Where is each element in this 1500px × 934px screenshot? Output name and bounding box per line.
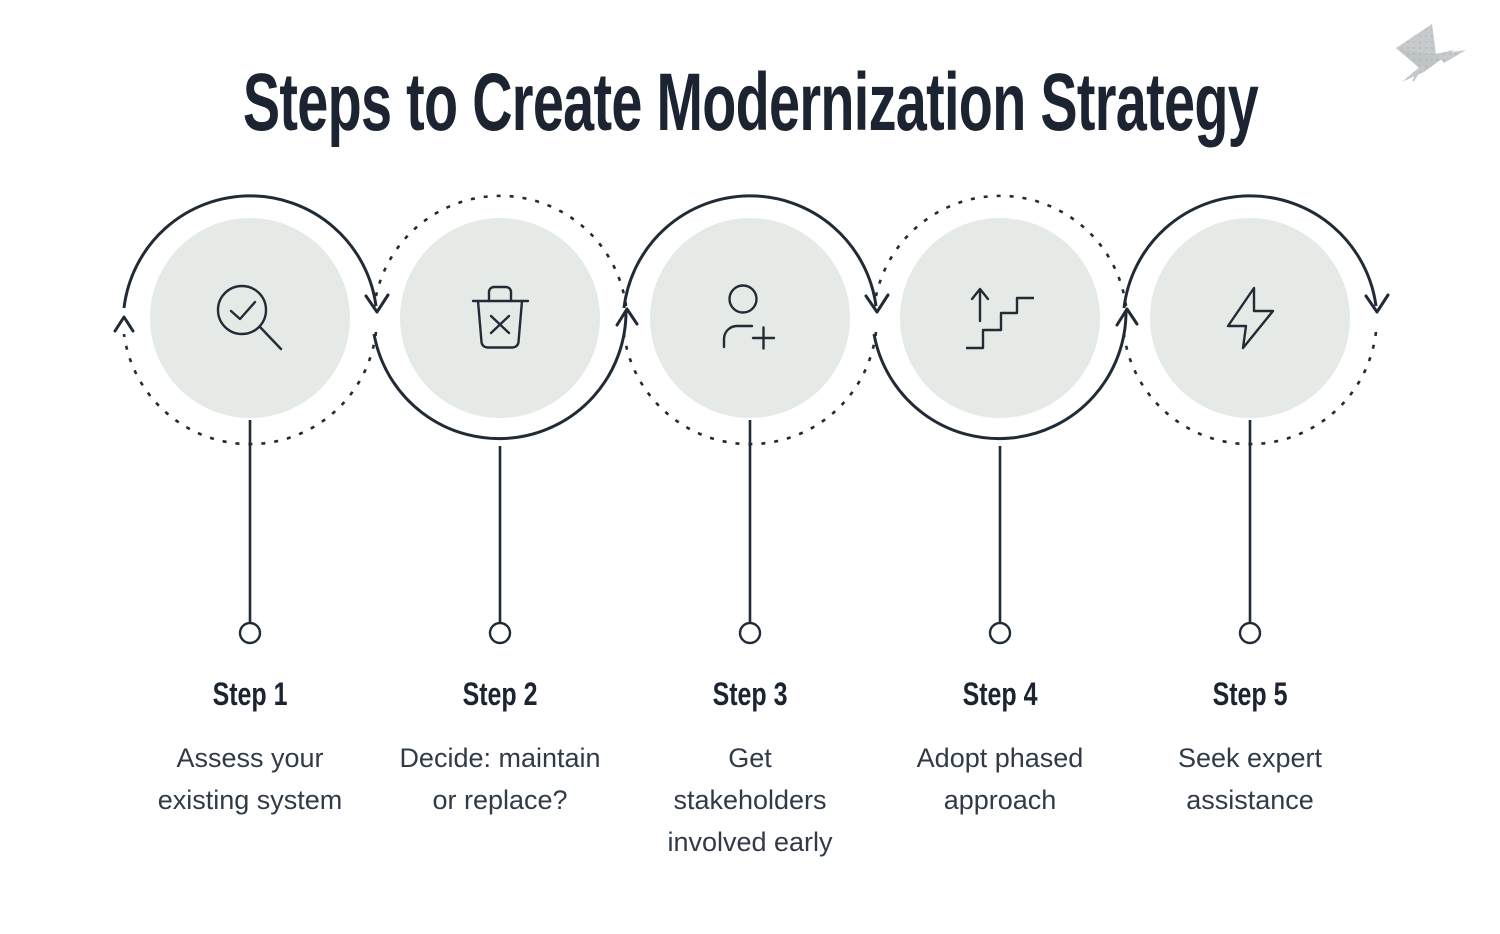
step-2-solid-arc: [372, 309, 628, 441]
connector-step-2: [488, 446, 512, 645]
step-2-circle: [372, 194, 639, 441]
step-1-column: Step 1 Assess your existing system: [115, 676, 385, 821]
step-5-description: Seek expert assistance: [1177, 743, 1323, 815]
step-3-description: Get stakeholders involved early: [667, 743, 833, 857]
arrow-up-icon: [1115, 307, 1139, 327]
end-dot: [1238, 621, 1262, 645]
origami-bird-shape: [1396, 24, 1466, 82]
step-3-solid-arc: [622, 194, 878, 309]
step-4-description: Adopt phased approach: [916, 743, 1084, 815]
connector-step-5: [1238, 420, 1262, 645]
step-2-label: Step 2: [462, 676, 538, 712]
connector-step-1: [238, 420, 262, 645]
step-3-label: Step 3: [712, 676, 788, 712]
step-4-circle: [872, 194, 1139, 441]
step-5-column: Step 5 Seek expert assistance: [1115, 676, 1385, 821]
step-2-column: Step 2 Decide: maintain or replace?: [365, 676, 635, 821]
step-3-circle: [622, 194, 890, 446]
end-dot: [488, 621, 512, 645]
connector-step-3: [738, 420, 762, 645]
lightning-icon: [1226, 286, 1275, 350]
step-3-disc: [650, 218, 850, 418]
page-title: Steps to Create Modernization Strategy: [242, 57, 1258, 148]
step-3-column: Step 3 Get stakeholders involved early: [615, 676, 885, 863]
end-dot: [738, 621, 762, 645]
stairs-up-icon: [966, 287, 1034, 350]
arrow-down-icon: [864, 293, 890, 314]
arrow-down-icon: [1364, 293, 1390, 314]
step-4-label: Step 4: [962, 676, 1038, 712]
magnifier-check-icon: [216, 284, 283, 351]
arrow-up-icon: [113, 315, 135, 333]
step-2-description: Decide: maintain or replace?: [399, 743, 601, 815]
arrow-up-icon: [615, 307, 639, 327]
step-1-circle: [113, 194, 390, 446]
end-dot: [238, 621, 262, 645]
end-dot: [988, 621, 1012, 645]
step-5-label: Step 5: [1212, 676, 1288, 712]
step-1-label: Step 1: [212, 676, 288, 712]
step-5-disc: [1150, 218, 1350, 418]
origami-bird-logo: [1396, 24, 1466, 82]
steps-diagram: [113, 194, 1390, 645]
trash-x-icon: [471, 285, 530, 349]
add-user-icon: [722, 284, 776, 350]
connector-step-4: [988, 446, 1012, 645]
step-5-solid-arc: [1122, 194, 1378, 309]
arrow-down-icon: [364, 293, 390, 314]
step-1-description: Assess your existing system: [157, 743, 343, 815]
step-5-circle: [1122, 194, 1390, 446]
step-4-dotted-arc: [872, 194, 1128, 309]
step-2-disc: [400, 218, 600, 418]
title-row: Steps to Create Modernization Strategy: [0, 56, 1500, 150]
step-2-dotted-arc: [372, 194, 628, 309]
step-labels-row: Step 1 Assess your existing system Step …: [0, 676, 1500, 926]
step-4-column: Step 4 Adopt phased approach: [865, 676, 1135, 821]
step-4-solid-arc: [872, 309, 1128, 441]
step-1-disc: [150, 218, 350, 418]
step-1-solid-arc: [122, 194, 378, 309]
